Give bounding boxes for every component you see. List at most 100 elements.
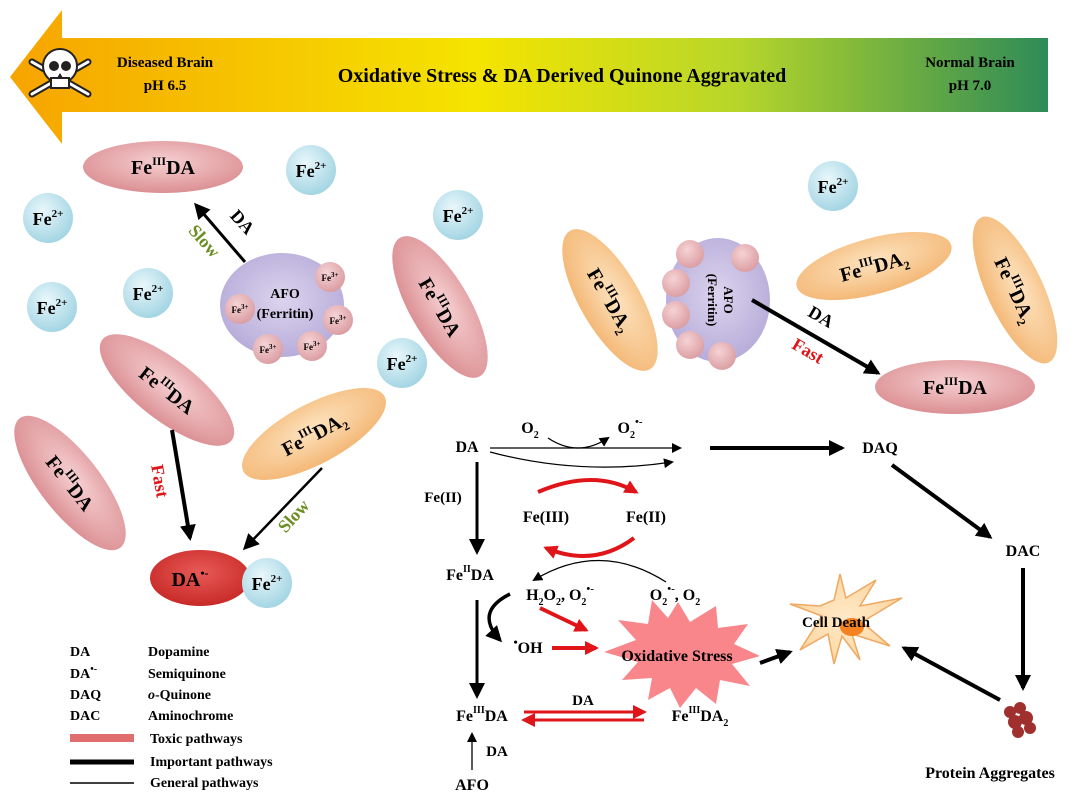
h2o2-to-stress-arrow (539, 606, 589, 632)
fe2da-to-oh-arrow (485, 592, 511, 643)
legend-line-label: Important pathways (150, 755, 273, 770)
svg-text:AFO: AFO (270, 287, 300, 302)
afo-da-label: DA (486, 744, 508, 760)
svg-text:AFO(Ferritin): AFO(Ferritin) (705, 274, 736, 327)
fe3-da2-node: FeIIIDA2 (672, 705, 729, 729)
legend-desc: Dopamine (148, 645, 209, 660)
fe3-da-complex: FeIIIDA (875, 360, 1035, 414)
fe2-ion: Fe2+ (377, 338, 427, 388)
svg-text:Fe3+: Fe3+ (322, 271, 339, 283)
pathway-da-node: DA (455, 439, 479, 456)
protein-aggregates-label: Protein Aggregates (925, 765, 1055, 782)
arrow-label-da: DA (226, 206, 258, 239)
redox-cycle-bottom (543, 536, 636, 559)
fe-ii-label-right: Fe(II) (626, 509, 666, 526)
svg-text:FeIIIDA: FeIIIDA (131, 154, 196, 179)
afo-node: AFO (455, 777, 489, 794)
svg-text:FeIIIDA: FeIIIDA (923, 374, 988, 399)
fe3-da-complex: FeIIIDA (392, 236, 488, 378)
svg-text:Fe2+: Fe2+ (818, 176, 849, 197)
fe3-da2-complex: FeIIIDA2 (796, 231, 952, 301)
neuron-cell: Cell Death (789, 573, 903, 665)
hydroxyl-radical-label: •OH (513, 635, 543, 657)
fe2-ion: Fe2+ (808, 161, 858, 211)
fe-ii-label-left: Fe(II) (424, 490, 462, 506)
fe2-ion: Fe2+ (286, 145, 336, 195)
dac-node: DAC (1006, 543, 1041, 560)
h2o2-superoxide-label: H2O2, O2•- (526, 583, 594, 608)
svg-text:Fe2+: Fe2+ (33, 208, 64, 229)
fe-iii-label: Fe(III) (523, 509, 569, 526)
diseased-ph-label: pH 6.5 (144, 78, 187, 94)
general-arrow-curve (489, 451, 674, 469)
svg-text:Fe2+: Fe2+ (443, 205, 474, 226)
o2-label: O2 (521, 420, 538, 441)
arrow-label-fast: Fast (147, 463, 172, 499)
legend-toxic-swatch (70, 734, 134, 742)
svg-text:Oxidative Stress: Oxidative Stress (621, 648, 732, 665)
legend-desc: Aminochrome (148, 709, 233, 724)
fe3-da2-complex: FeIIIDA2 (241, 388, 387, 480)
svg-text:DA•-: DA•- (171, 566, 208, 591)
equilibrium-da-label: DA (572, 693, 594, 709)
da-slow-arrow (194, 202, 247, 263)
svg-text:Cell Death: Cell Death (802, 615, 871, 631)
normal-brain-label: Normal Brain (925, 55, 1015, 71)
redox-cycle-top (537, 478, 639, 494)
fe2-ion: Fe2+ (433, 190, 483, 240)
normal-ph-label: pH 7.0 (949, 78, 992, 94)
fe3-da2-complex: FeIIIDA2 (562, 229, 658, 371)
o2-reduction-arrow (547, 436, 610, 449)
legend-desc: Semiquinone (148, 667, 226, 682)
legend-line-label: General pathways (150, 776, 259, 791)
svg-text:Fe2+: Fe2+ (37, 297, 68, 318)
arrow-label-da: DA (805, 302, 838, 332)
aggregates-to-cell-death-arrow (901, 646, 1001, 702)
semiquinone-complex: DA•- Fe2+ (150, 550, 292, 608)
legend-line-label: Toxic pathways (150, 732, 243, 747)
svg-text:Fe3+: Fe3+ (330, 314, 347, 326)
fast-arrow-left (170, 429, 196, 541)
fe2-ion: Fe2+ (27, 282, 77, 332)
ph-gradient-banner (10, 10, 1048, 144)
arrow-label-slow: Slow (185, 221, 225, 262)
legend-abbr: DA (70, 645, 91, 660)
afo-ferritin-right: AFO(Ferritin) (662, 238, 770, 370)
fe3-da-node: FeIIIDA (456, 705, 508, 725)
arrow-label-slow: Slow (274, 496, 314, 537)
fe2-ion: Fe2+ (23, 193, 73, 243)
fe2-ion: Fe2+ (123, 268, 173, 318)
svg-text:Fe3+: Fe3+ (232, 303, 249, 315)
legend: DA Dopamine DA•- Semiquinone DAQ o-Quino… (70, 645, 273, 791)
fe3-da-complex: FeIIIDA (99, 334, 235, 446)
fe3-da-complex: FeIIIDA (14, 415, 126, 551)
legend-abbr: DA•- (70, 664, 97, 682)
svg-text:(Ferritin): (Ferritin) (257, 307, 314, 322)
fe2-da-node: FeIIDA (446, 564, 494, 584)
superoxide-label: O2•- (618, 416, 643, 441)
fe3-da2-complex: FeIIIDA2 (972, 216, 1058, 364)
afo-ferritin-left: Fe3+ Fe3+ Fe3+ Fe3+ Fe3+ AFO (Ferritin) (220, 253, 353, 364)
stress-to-cell-death-arrow (759, 648, 793, 665)
legend-desc: o-Quinone (148, 688, 211, 703)
banner-title: Oxidative Stress & DA Derived Quinone Ag… (338, 65, 787, 87)
fenton-curve-arrow (532, 559, 667, 583)
fe3-da-complex: FeIIIDA (83, 141, 243, 193)
svg-text:Fe2+: Fe2+ (133, 283, 164, 304)
fast-arrow-right (750, 298, 881, 375)
diseased-brain-label: Diseased Brain (117, 55, 214, 71)
slow-arrow-da2 (242, 467, 323, 551)
svg-text:Fe3+: Fe3+ (304, 340, 321, 352)
daq-node: DAQ (862, 440, 898, 457)
svg-text:Fe3+: Fe3+ (260, 343, 277, 355)
daq-to-dac-arrow (890, 463, 993, 539)
svg-text:Fe2+: Fe2+ (252, 573, 283, 594)
skull-icon (28, 48, 92, 98)
legend-abbr: DAQ (70, 688, 101, 703)
superoxide-o2-label: O2•-, O2 (650, 583, 700, 608)
oxidative-stress-burst: Oxidative Stress (604, 600, 760, 708)
svg-text:Fe2+: Fe2+ (296, 160, 327, 181)
svg-text:Fe2+: Fe2+ (387, 353, 418, 374)
legend-abbr: DAC (70, 709, 100, 724)
